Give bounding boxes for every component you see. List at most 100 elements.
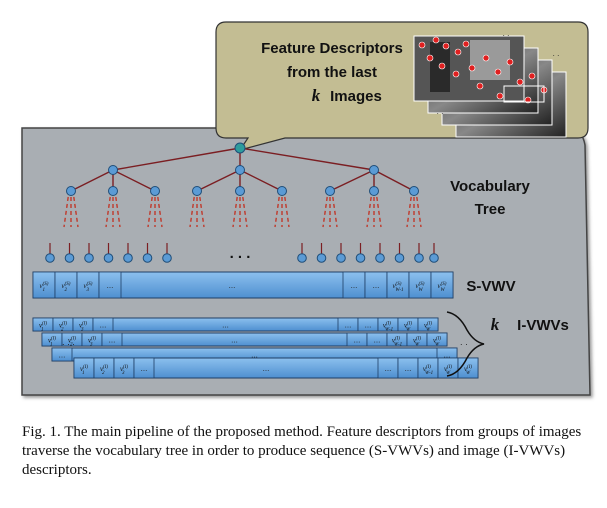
tree-node [369, 186, 379, 196]
tree-dashed-link [242, 196, 248, 228]
vector-cell-label: v(S)3 [84, 282, 93, 293]
vector-cell-label: v(I)1 [39, 322, 47, 333]
tree-leaf-stems [49, 243, 435, 255]
tree-leaf-node [355, 253, 366, 263]
s-vwv-vector: v(S)1v(S)2v(S)3............v(S)W-1v(S)Wv… [32, 271, 454, 299]
bubble-k: k [312, 86, 321, 105]
tree-leaf-node [414, 253, 424, 263]
tree-dashed-link [406, 196, 412, 228]
tree-title-line1: Vocabulary [450, 178, 530, 195]
vector-cell-ellipsis: ... [107, 282, 114, 290]
tree-leaf-node [297, 253, 307, 263]
pipeline-diagram: Feature Descriptors from the last k Imag… [21, 21, 591, 396]
tree-edge [70, 169, 114, 192]
svwv-label: S-VWV [466, 278, 515, 295]
tree-edge [239, 169, 283, 192]
tree-dashed-link [322, 196, 328, 228]
tree-leaf-node [142, 253, 153, 263]
vector-cell-label: v(I)W [424, 322, 432, 333]
tree-dashed-link [115, 196, 121, 228]
vector-cell-label: v(I)W-1 [423, 365, 433, 376]
tree-leaf-ellipsis: . . . [230, 245, 251, 262]
ivwv-k: k [491, 315, 500, 334]
descriptor-vectors: v(S)1v(S)2v(S)3............v(S)W-1v(S)Wv… [32, 271, 479, 379]
tree-leaf-node [64, 253, 75, 263]
ivwv-row-ellipsis-right: . . [460, 338, 468, 347]
svg-text:. .: . . [553, 50, 560, 58]
tree-node [325, 186, 335, 196]
vector-cell [133, 357, 155, 379]
tree-root-node [234, 142, 246, 154]
vector-cell-label: v(I)W [404, 322, 412, 333]
vector-cell-ellipsis: ... [351, 282, 358, 290]
tree-dashed-link [366, 196, 372, 228]
vector-cell-label: v(S)W-1 [392, 282, 403, 293]
tree-dashed-link [199, 196, 205, 228]
vector-cell [92, 317, 114, 332]
vector-cell-ellipsis: ... [231, 337, 238, 345]
vector-cell-label: v(I)W [433, 337, 441, 348]
vector-cell-label: v(I)2 [59, 322, 67, 333]
tree-dashed-link [274, 196, 280, 228]
vector-cell-ellipsis: ... [251, 352, 258, 360]
tree-dashed-link [284, 196, 290, 228]
ivwv-brace [446, 311, 485, 377]
vector-cell-label: v(S)2 [62, 282, 71, 293]
tree-edge [112, 147, 241, 171]
vector-cell-ellipsis: ... [444, 352, 451, 360]
i-vwv-vector: v(I)1v(I)2v(I)3............v(I)W-1v(I)Wv… [73, 357, 479, 379]
vector-cell-label: v(S)W [438, 282, 447, 293]
tree-dashed-link [416, 196, 422, 228]
tree-node [235, 186, 245, 196]
vector-cell-ellipsis: ... [222, 322, 229, 330]
vector-cell-label: v(I)1 [80, 365, 88, 376]
tree-leaf-node [429, 253, 439, 263]
figure-caption: Fig. 1. The main pipeline of the propose… [22, 424, 582, 478]
vector-cell-ellipsis: ... [263, 365, 270, 373]
tree-leaf-node [394, 253, 405, 263]
vector-cell-ellipsis: ... [405, 365, 412, 373]
vector-cell-label: v(I)W [413, 337, 421, 348]
bubble-line3: Images [330, 88, 382, 105]
vector-cell [430, 271, 454, 299]
tree-dashed-link [105, 196, 111, 228]
tree-leaf-node [45, 253, 55, 263]
tree-edge [329, 169, 375, 192]
vector-cell-label: v(I)3 [88, 337, 96, 348]
tree-node [192, 186, 202, 196]
tree-title-line2: Tree [475, 201, 506, 218]
bubble-line2: from the last [287, 64, 377, 81]
vector-cell-ellipsis: ... [365, 322, 372, 330]
vector-cell-ellipsis: ... [100, 322, 107, 330]
vector-cell-ellipsis: ... [141, 365, 148, 373]
tree-dashed-link [376, 196, 382, 228]
vector-cell [426, 332, 448, 347]
vector-cell [457, 357, 479, 379]
vector-cell-ellipsis: ... [373, 282, 380, 290]
tree-node [235, 165, 245, 175]
tree-node [108, 165, 118, 175]
vector-cell-ellipsis: ... [59, 352, 66, 360]
tree-node [66, 186, 76, 196]
vector-cell [51, 347, 73, 362]
ivwv-row-ellipsis: . . . [62, 338, 75, 347]
tree-leaf-node [336, 253, 346, 263]
vector-cell-label: v(S)W [416, 282, 425, 293]
tree-dashed-link [157, 196, 163, 228]
vector-cell-label: v(I)2 [100, 365, 108, 376]
tree-node [369, 165, 379, 175]
tree-node [150, 186, 160, 196]
image-stack: . . . . . . [413, 30, 567, 138]
tree-dashed-link [147, 196, 153, 228]
tree-dashed-link [232, 196, 238, 228]
tree-leaf-node [316, 253, 327, 263]
tree-dashed-links [63, 196, 422, 228]
tree-dashed-link [63, 196, 69, 228]
vector-cell-label: v(I)W [444, 365, 452, 376]
vector-cell-ellipsis: ... [374, 337, 381, 345]
vector-cell-label: v(I)3 [79, 322, 87, 333]
tree-leaf-node [103, 253, 114, 263]
vector-cell [101, 332, 123, 347]
i-vwv-vector: v(I)1v(I)2v(I)3............v(I)W-1v(I)Wv… [41, 332, 448, 348]
tree-leaf-node [375, 253, 385, 263]
